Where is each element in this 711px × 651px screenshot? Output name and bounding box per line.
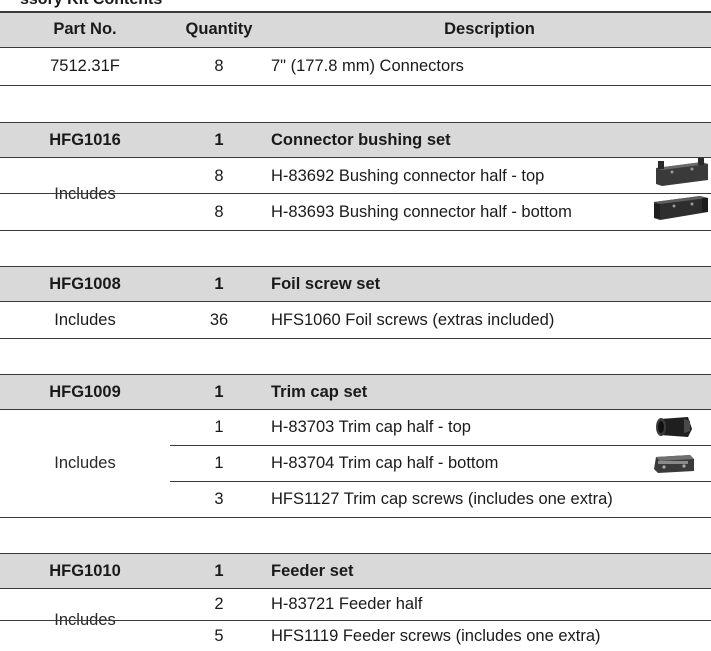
item-description: H-83721 Feeder half: [271, 595, 423, 613]
set-quantity: 1: [214, 561, 224, 580]
item-description: H-83703 Trim cap half - top: [271, 418, 471, 436]
row-divider: [170, 193, 711, 194]
table-row: 1 H-83704 Trim cap half - bottom: [0, 446, 711, 481]
item-description: HFS1127 Trim cap screws (includes one ex…: [271, 490, 613, 508]
header-top-border: [0, 11, 711, 13]
bushing-connector-top-image: [656, 158, 708, 186]
trim-cap-bottom-image: [654, 455, 694, 473]
table-row: 8 H-83693 Bushing connector half - botto…: [0, 194, 711, 230]
set-part-no: HFG1008: [49, 274, 121, 293]
set-description: Trim cap set: [271, 382, 368, 401]
table-row-connector: 7512.31F 8 7" (177.8 mm) Connectors: [0, 48, 711, 85]
trim-cap-top-image: [656, 417, 692, 437]
table-row: 2 H-83721 Feeder half: [0, 589, 711, 620]
set-1016-bottom-border: [0, 230, 711, 231]
connector-part-no: 7512.31F: [50, 57, 120, 75]
item-quantity: 1: [214, 418, 224, 436]
item-quantity: 8: [214, 202, 224, 221]
header-description: Description: [444, 20, 535, 38]
item-quantity: 8: [214, 166, 224, 185]
set-part-no: HFG1016: [49, 130, 121, 149]
table-row: 8 H-83692 Bushing connector half - top: [0, 158, 711, 194]
item-description: HFS1060 Foil screws (extras included): [271, 310, 555, 329]
set-header-hfg1010: HFG1010 1 Feeder set: [0, 554, 711, 588]
set-description: Foil screw set: [271, 274, 381, 293]
table-row: 1 H-83703 Trim cap half - top: [0, 410, 711, 445]
set-part-no: HFG1010: [49, 561, 121, 580]
item-description: H-83693 Bushing connector half - bottom: [271, 202, 572, 221]
table-caption: ssory Kit Contents: [20, 0, 162, 9]
includes-label: Includes: [54, 454, 116, 472]
set-header-hfg1016: HFG1016 1 Connector bushing set: [0, 123, 711, 157]
set-header-hfg1008: HFG1008 1 Foil screw set: [0, 267, 711, 301]
item-description: HFS1119 Feeder screws (includes one extr…: [271, 626, 601, 645]
item-quantity: 2: [214, 595, 224, 613]
set-1010-header-bottom: [0, 588, 711, 589]
bushing-connector-bottom-image: [654, 196, 708, 220]
header-bottom-border: [0, 47, 711, 48]
item-quantity: 36: [209, 310, 229, 329]
includes-divider: [0, 193, 170, 194]
connector-bottom-border: [0, 85, 711, 86]
header-quantity: Quantity: [185, 20, 253, 38]
row-divider: [170, 481, 711, 482]
set-1009-bottom-border: [0, 517, 711, 518]
set-description: Connector bushing set: [271, 130, 451, 149]
table-row: 3 HFS1127 Trim cap screws (includes one …: [0, 482, 711, 517]
table-header: Part No. Quantity Description: [0, 12, 711, 47]
includes-label: Includes: [54, 310, 116, 329]
set-quantity: 1: [214, 382, 224, 401]
set-1008-header-bottom: [0, 301, 711, 302]
table-row: 5 HFS1119 Feeder screws (includes one ex…: [0, 621, 711, 651]
connector-quantity: 8: [214, 57, 224, 75]
item-description: H-83704 Trim cap half - bottom: [271, 454, 499, 472]
includes-label: Includes: [54, 610, 116, 629]
set-quantity: 1: [214, 130, 224, 149]
row-divider: [170, 445, 711, 446]
includes-divider: [0, 620, 711, 621]
set-description: Feeder set: [271, 561, 354, 580]
item-description: H-83692 Bushing connector half - top: [271, 166, 545, 185]
item-quantity: 5: [214, 626, 224, 645]
connector-description: 7" (177.8 mm) Connectors: [271, 57, 464, 75]
header-part-no: Part No.: [53, 20, 117, 38]
set-part-no: HFG1009: [49, 382, 121, 401]
set-1016-header-bottom: [0, 157, 711, 158]
item-quantity: 3: [214, 490, 224, 508]
set-1008-bottom-border: [0, 338, 711, 339]
set-1009-header-bottom: [0, 409, 711, 410]
set-header-hfg1009: HFG1009 1 Trim cap set: [0, 375, 711, 409]
set-quantity: 1: [214, 274, 224, 293]
table-row: Includes 36 HFS1060 Foil screws (extras …: [0, 302, 711, 338]
item-quantity: 1: [214, 454, 224, 472]
